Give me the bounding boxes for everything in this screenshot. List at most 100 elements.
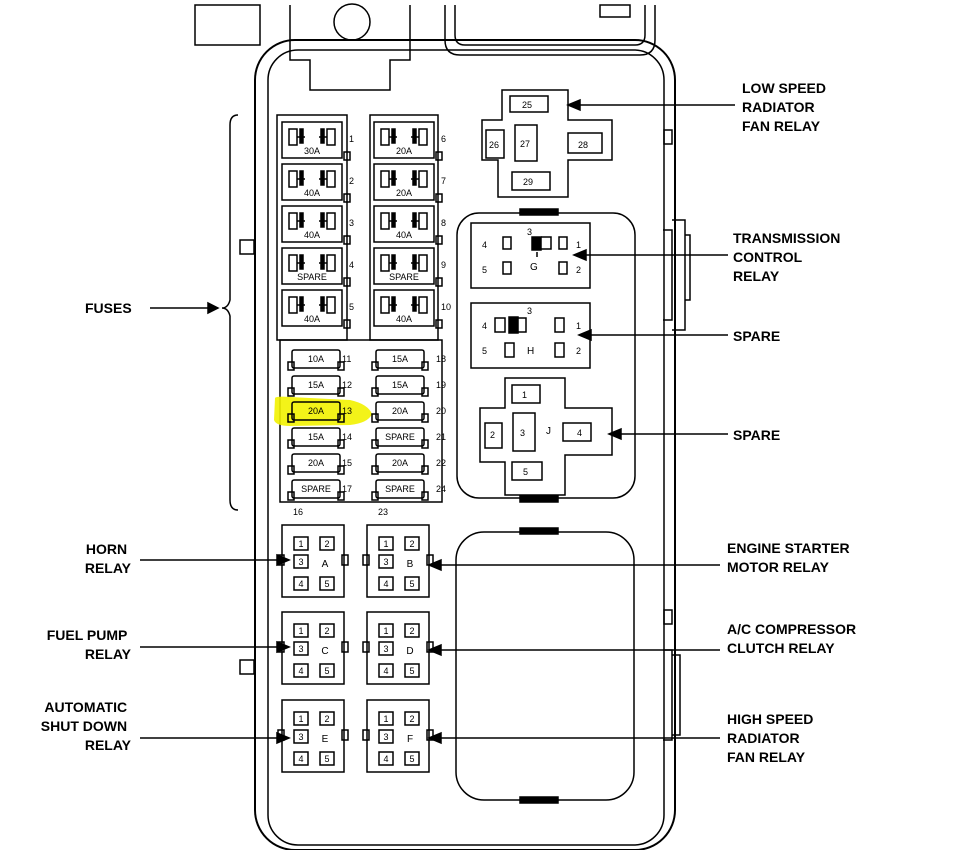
mini-fuse-21-number: 21 bbox=[436, 432, 446, 442]
label-starter: ENGINE STARTER MOTOR RELAY bbox=[727, 540, 854, 575]
maxi-fuse-7-number: 7 bbox=[441, 176, 446, 186]
relay-pin-25: 25 bbox=[522, 100, 532, 110]
relay-c-pin-4: 4 bbox=[298, 666, 303, 676]
relay-e-letter: E bbox=[322, 734, 329, 745]
mini-fuse-21-rating: SPARE bbox=[385, 432, 415, 442]
maxi-fuse-5-number: 5 bbox=[349, 302, 354, 312]
relay-e-pin-2: 2 bbox=[324, 714, 329, 724]
mini-fuse-15-number: 15 bbox=[342, 458, 352, 468]
mini-fuse-18-number: 18 bbox=[436, 354, 446, 364]
relay-h-pin-4: 4 bbox=[482, 321, 487, 331]
relay-e-pin-4: 4 bbox=[298, 754, 303, 764]
maxi-fuse-3: 40A 3 bbox=[281, 205, 354, 245]
relay-e-pin-3: 3 bbox=[298, 732, 303, 742]
fuse-number-16: 16 bbox=[293, 507, 303, 517]
relay-h: 3 4 1 5 2 H bbox=[482, 306, 581, 358]
relay-j-pin-1: 1 bbox=[522, 390, 527, 400]
relay-b-pin-5: 5 bbox=[409, 579, 414, 589]
relay-h-pin-2: 2 bbox=[576, 346, 581, 356]
maxi-fuse-5-rating: 40A bbox=[304, 314, 320, 324]
mini-fuse-18: 15A 18 bbox=[371, 349, 446, 371]
maxi-fuse-10-number: 10 bbox=[441, 302, 451, 312]
relay-pin-28: 28 bbox=[578, 140, 588, 150]
maxi-fuse-5: 40A 5 bbox=[281, 289, 354, 329]
relay-d-pin-4: 4 bbox=[383, 666, 388, 676]
maxi-fuse-2-rating: 40A bbox=[304, 188, 320, 198]
maxi-fuse-6-rating: 20A bbox=[396, 146, 412, 156]
fuse-13-highlight bbox=[274, 396, 372, 426]
relay-g-pin-3: 3 bbox=[527, 227, 532, 237]
relay-a-pin-2: 2 bbox=[324, 539, 329, 549]
label-high-speed: HIGH SPEED RADIATOR FAN RELAY bbox=[727, 711, 817, 765]
mini-fuse-12-number: 12 bbox=[342, 380, 352, 390]
relay-a-pin-1: 1 bbox=[298, 539, 303, 549]
relay-g-pin-1: 1 bbox=[576, 240, 581, 250]
relay-b-pin-2: 2 bbox=[409, 539, 414, 549]
mini-fuse-14-number: 14 bbox=[342, 432, 352, 442]
mini-fuse-13-rating: 20A bbox=[308, 406, 324, 416]
mini-fuse-19-rating: 15A bbox=[392, 380, 408, 390]
relay-g-pin-4: 4 bbox=[482, 240, 487, 250]
label-ac: A/C COMPRESSOR CLUTCH RELAY bbox=[727, 621, 860, 656]
relay-j-pin-4: 4 bbox=[577, 428, 582, 438]
relay-e-pin-5: 5 bbox=[324, 754, 329, 764]
maxi-fuse-4-number: 4 bbox=[349, 260, 354, 270]
mini-fuse-13-number: 13 bbox=[342, 406, 352, 416]
relay-h-letter: H bbox=[527, 346, 534, 357]
relay-pin-27: 27 bbox=[520, 139, 530, 149]
relay-a-pin-4: 4 bbox=[298, 579, 303, 589]
relay-j-pin-3: 3 bbox=[520, 428, 525, 438]
maxi-fuse-7-rating: 20A bbox=[396, 188, 412, 198]
relay-j-pin-2: 2 bbox=[490, 430, 495, 440]
mini-fuse-17-number: 17 bbox=[342, 484, 352, 494]
mini-fuse-21: SPARE 21 bbox=[371, 427, 446, 449]
relay-f-pin-3: 3 bbox=[383, 732, 388, 742]
relay-c-pin-1: 1 bbox=[298, 626, 303, 636]
mini-fuse-15-rating: 20A bbox=[308, 458, 324, 468]
relay-f-pin-5: 5 bbox=[409, 754, 414, 764]
mini-fuse-12-rating: 15A bbox=[308, 380, 324, 390]
relay-f-letter: F bbox=[407, 734, 413, 745]
relay-h-pin-5: 5 bbox=[482, 346, 487, 356]
label-transmission: TRANSMISSION CONTROL RELAY bbox=[733, 230, 844, 284]
maxi-fuse-3-number: 3 bbox=[349, 218, 354, 228]
relay-pin-26: 26 bbox=[489, 140, 499, 150]
mini-fuse-18-rating: 15A bbox=[392, 354, 408, 364]
relay-f-pin-2: 2 bbox=[409, 714, 414, 724]
relay-c-pin-5: 5 bbox=[324, 666, 329, 676]
maxi-fuse-9-rating: SPARE bbox=[389, 272, 419, 282]
relay-d-pin-5: 5 bbox=[409, 666, 414, 676]
maxi-fuses: 30A140A240A3SPARE440A520A620A740A8SPARE9… bbox=[281, 121, 451, 329]
relay-a-pin-3: 3 bbox=[298, 557, 303, 567]
mini-fuse-20-number: 20 bbox=[436, 406, 446, 416]
lower-right-cavity bbox=[455, 527, 635, 804]
mini-fuse-11-number: 11 bbox=[342, 354, 351, 364]
relay-b-pin-4: 4 bbox=[383, 579, 388, 589]
maxi-fuse-3-rating: 40A bbox=[304, 230, 320, 240]
maxi-fuse-7: 20A 7 bbox=[373, 163, 446, 203]
mini-fuse-22-rating: 20A bbox=[392, 458, 408, 468]
relay-d-pin-3: 3 bbox=[383, 644, 388, 654]
relay-b-pin-1: 1 bbox=[383, 539, 388, 549]
relay-j-letter: J bbox=[546, 426, 551, 437]
maxi-fuse-10: 40A 10 bbox=[373, 289, 451, 329]
relay-low-speed: 25 26 27 28 29 bbox=[481, 89, 613, 198]
maxi-fuse-10-rating: 40A bbox=[396, 314, 412, 324]
relay-a-pin-5: 5 bbox=[324, 579, 329, 589]
mini-fuse-17-rating: SPARE bbox=[301, 484, 331, 494]
relay-j-pin-5: 5 bbox=[523, 467, 528, 477]
label-low-speed: LOW SPEED RADIATOR FAN RELAY bbox=[742, 80, 830, 134]
